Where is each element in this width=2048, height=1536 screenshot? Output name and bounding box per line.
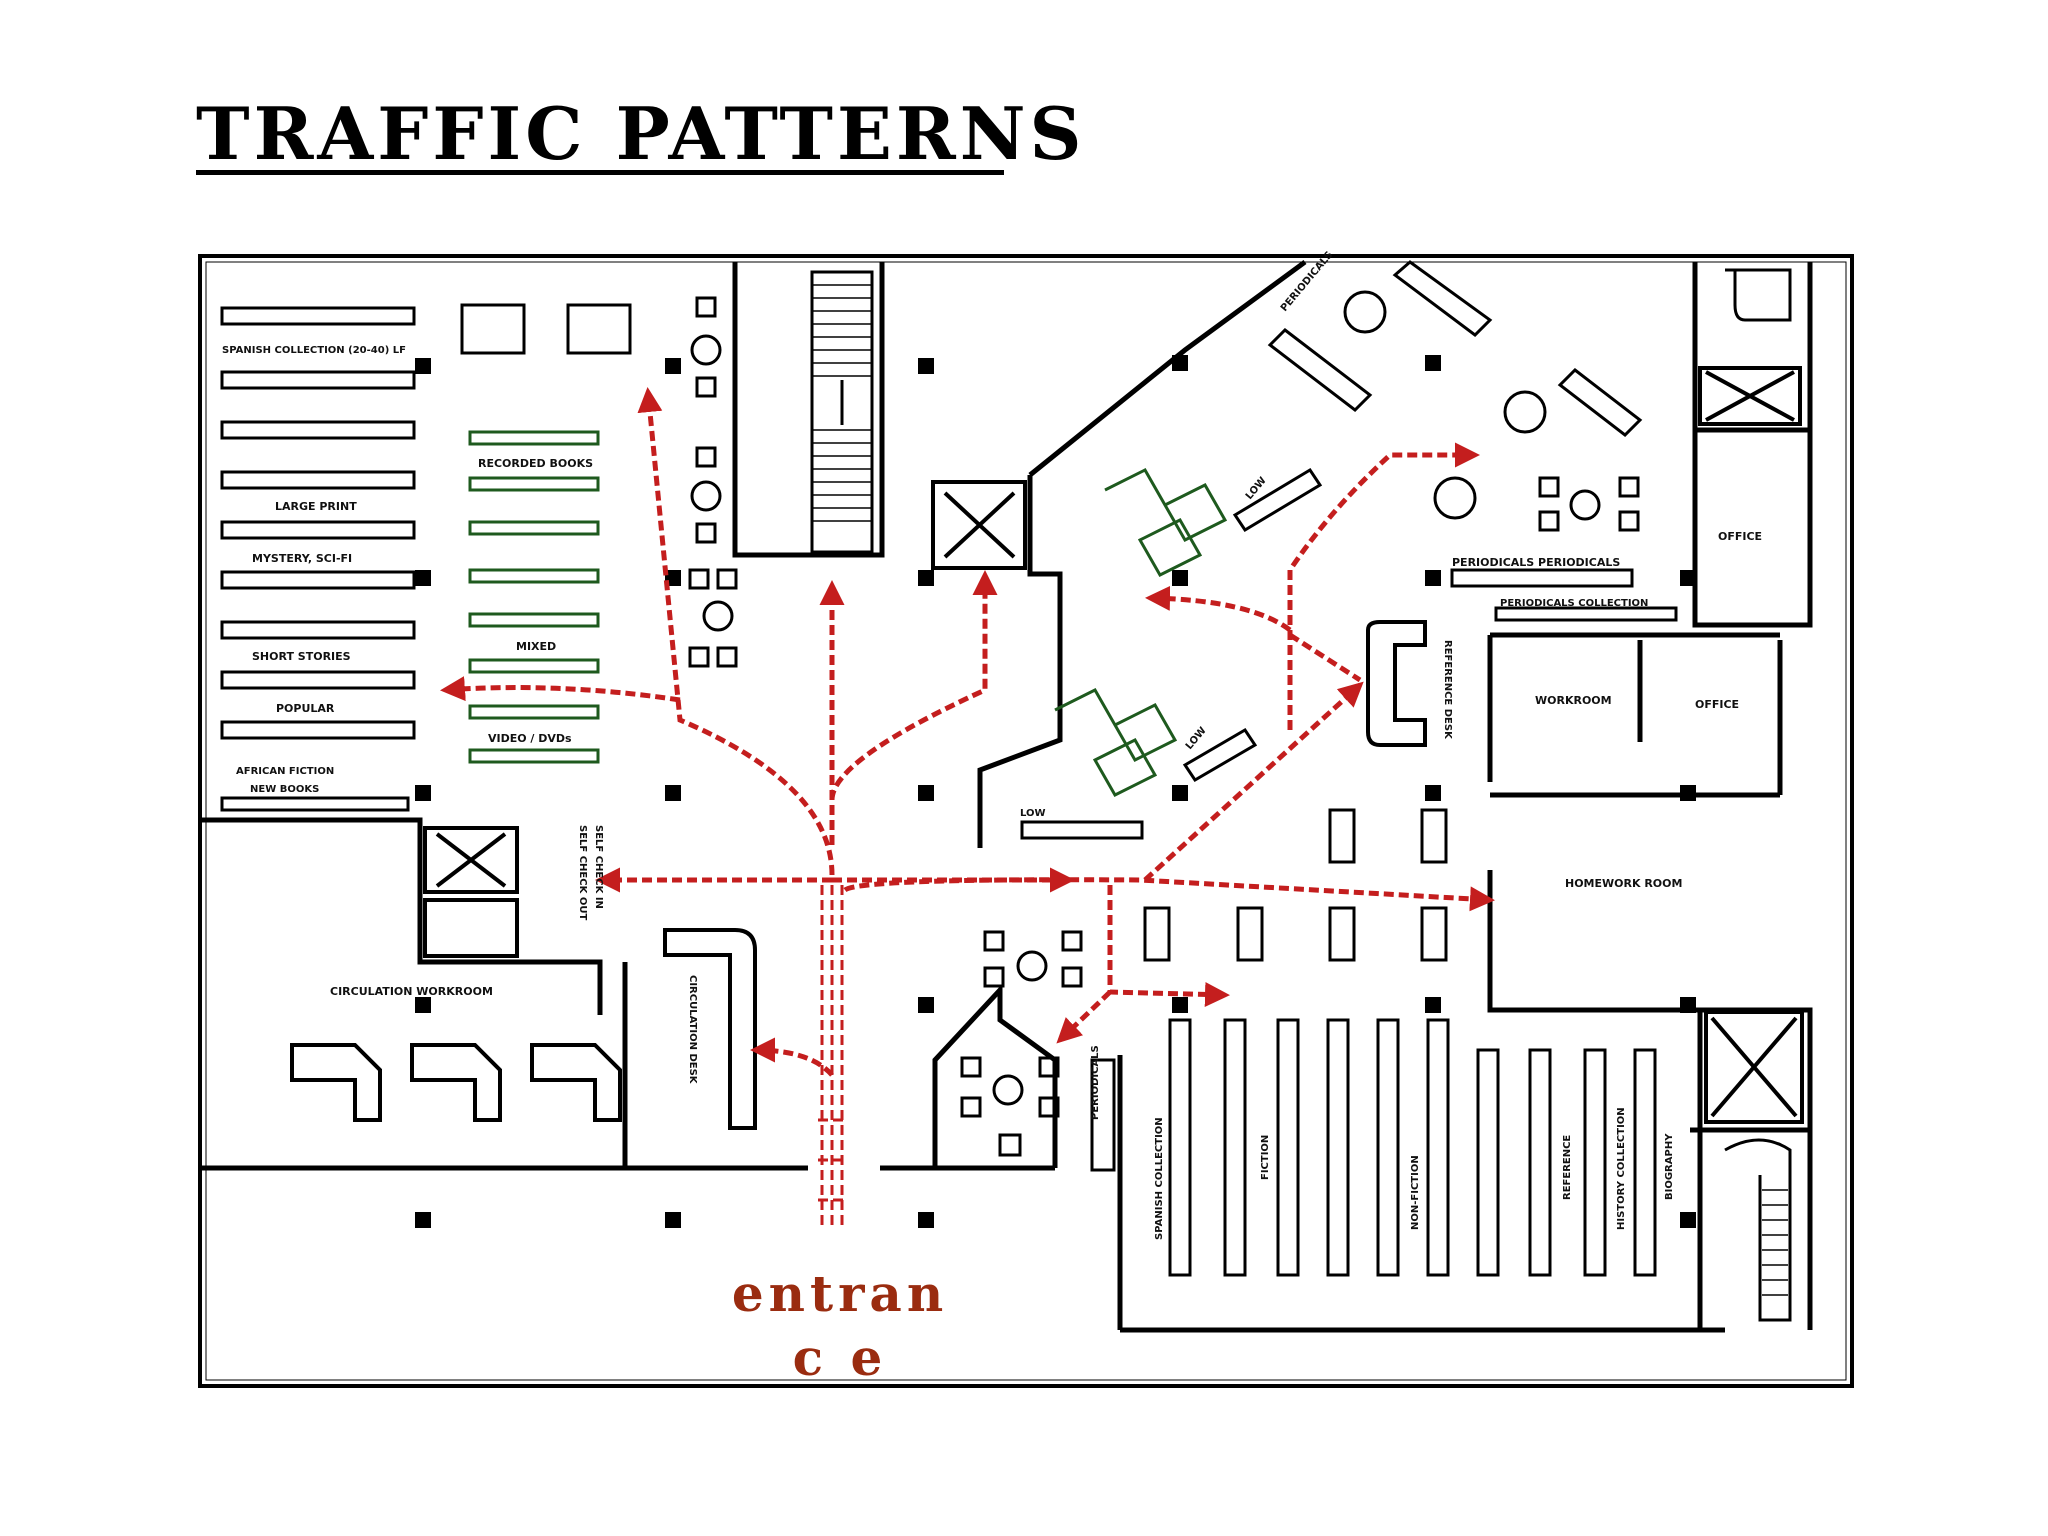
label-mixed: MIXED — [516, 640, 556, 653]
label-self-checkout: SELF CHECK OUT — [577, 825, 588, 920]
left-shelving — [220, 306, 416, 812]
label-video-dvds: VIDEO / DVDs — [488, 732, 572, 745]
entrance-label: entranc e — [731, 1264, 949, 1387]
label-homework-room: HOMEWORK ROOM — [1565, 877, 1682, 890]
label-low-1: LOW — [1020, 808, 1046, 819]
label-fiction: FICTION — [1260, 1135, 1271, 1180]
tables-and-chairs — [460, 290, 1640, 1157]
label-office-2: OFFICE — [1695, 698, 1739, 711]
label-periodicals-bottom: PERIODICALS — [1090, 1045, 1101, 1120]
label-circulation-desk: CIRCULATION DESK — [687, 975, 698, 1085]
label-short-stories: SHORT STORIES — [252, 650, 351, 663]
label-periodicals-collection: PERIODICALS COLLECTION — [1500, 598, 1648, 609]
label-office-1: OFFICE — [1718, 530, 1762, 543]
room-labels: SPANISH COLLECTION (20-40) LF LARGE PRIN… — [222, 250, 1762, 1240]
label-self-checkin: SELF CHECK IN — [593, 825, 604, 909]
label-mystery-scifi: MYSTERY, SCI-FI — [252, 552, 352, 565]
label-periodicals-top: PERIODICALS — [1279, 250, 1335, 314]
label-history-collection: HISTORY COLLECTION — [1616, 1107, 1627, 1230]
middle-shelving — [468, 430, 600, 764]
label-recorded-books: RECORDED BOOKS — [478, 457, 593, 470]
page-title: TRAFFIC PATTERNS — [196, 91, 1086, 176]
label-popular: POPULAR — [276, 702, 335, 715]
right-stacks — [1020, 568, 1678, 1277]
label-reference: REFERENCE — [1562, 1135, 1573, 1200]
label-spanish-collection: SPANISH COLLECTION (20-40) LF — [222, 345, 406, 356]
structural-columns — [415, 355, 1696, 1228]
label-new-books: NEW BOOKS — [250, 784, 319, 795]
label-circulation-workroom: CIRCULATION WORKROOM — [330, 985, 493, 998]
label-reference-desk: REFERENCE DESK — [1442, 640, 1453, 740]
elevators — [423, 366, 1804, 1124]
desks — [290, 620, 1427, 1130]
stairs — [810, 268, 1792, 1322]
study-carrels — [1054, 468, 1228, 797]
angled-shelving — [1182, 260, 1643, 783]
label-biography: BIOGRAPHY — [1664, 1133, 1675, 1200]
label-african-fiction: AFRICAN FICTION — [236, 766, 334, 777]
label-non-fiction: NON-FICTION — [1410, 1155, 1421, 1230]
title-underline — [196, 170, 1004, 175]
traffic-pattern-paths — [440, 387, 1495, 1228]
label-low-3: LOW — [1184, 725, 1209, 752]
label-spanish-collection-2: SPANISH COLLECTION — [1154, 1117, 1165, 1240]
label-newspaper-periodicals: PERIODICALS PERIODICALS — [1452, 556, 1620, 569]
label-workroom: WORKROOM — [1535, 694, 1612, 707]
label-large-print: LARGE PRINT — [275, 500, 357, 513]
